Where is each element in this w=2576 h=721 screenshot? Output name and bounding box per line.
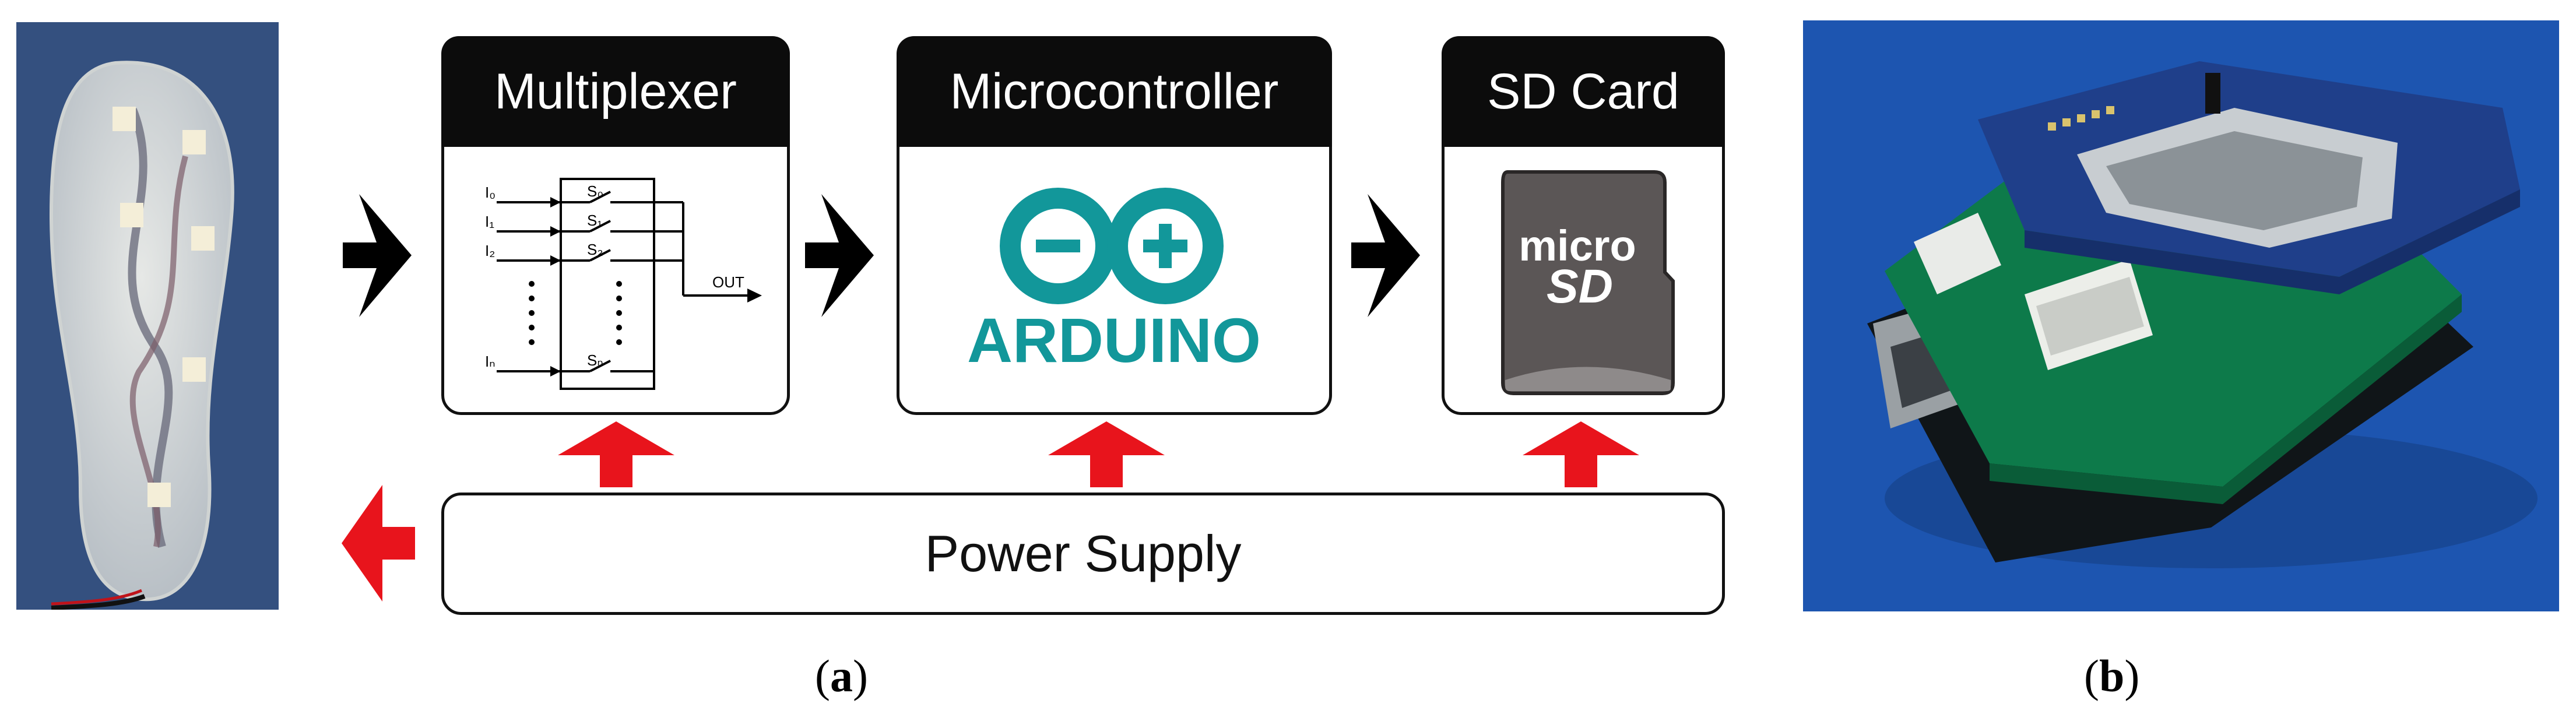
sd-card-title: SD Card	[1442, 36, 1725, 147]
microcontroller-block: Microcontroller ARDUINO	[897, 36, 1332, 415]
mux-switch-0: S₀	[587, 182, 603, 200]
mux-switch-n: Sₙ	[587, 351, 603, 369]
flow-arrow-3	[1351, 194, 1420, 317]
microsd-logo-micro: micro	[1519, 221, 1636, 270]
mux-input-2: I₂	[485, 242, 495, 259]
mux-output-label: OUT	[712, 273, 744, 291]
mux-input-n: Iₙ	[485, 353, 495, 370]
insole-sensor-photo	[16, 22, 279, 610]
power-arrow-microcontroller	[1048, 421, 1165, 487]
caption-b: (b)	[2084, 650, 2140, 701]
multiplexer-schematic: I₀ I₁ I₂ Iₙ S₀ S₁ S₂ Sₙ OUT	[444, 150, 787, 412]
multiplexer-block: Multiplexer	[441, 36, 790, 415]
datalogger-board-photo	[1803, 20, 2559, 611]
mux-switch-1: S₁	[587, 212, 602, 229]
microsd-card-icon: micro SD	[1445, 150, 1722, 412]
power-supply-label: Power Supply	[925, 525, 1242, 582]
power-supply-block: Power Supply	[441, 493, 1725, 615]
flow-arrow-2	[805, 194, 874, 317]
caption-a: (a)	[815, 650, 868, 701]
sd-card-block: SD Card micro SD	[1442, 36, 1725, 415]
multiplexer-title: Multiplexer	[441, 36, 790, 147]
mux-switch-2: S₂	[587, 241, 603, 258]
arduino-wordmark: ARDUINO	[967, 305, 1261, 375]
caption-a-letter: a	[830, 650, 853, 701]
caption-b-letter: b	[2099, 650, 2125, 701]
power-arrow-insole	[342, 485, 415, 602]
power-arrow-sd-card	[1523, 421, 1639, 487]
flow-arrow-1	[343, 194, 412, 317]
mux-input-0: I₀	[485, 184, 495, 201]
microsd-logo-sd: SD	[1547, 260, 1613, 313]
power-arrow-multiplexer	[558, 421, 674, 487]
microcontroller-title: Microcontroller	[897, 36, 1332, 147]
arduino-logo: ARDUINO	[899, 150, 1329, 412]
mux-input-1: I₁	[485, 213, 494, 230]
